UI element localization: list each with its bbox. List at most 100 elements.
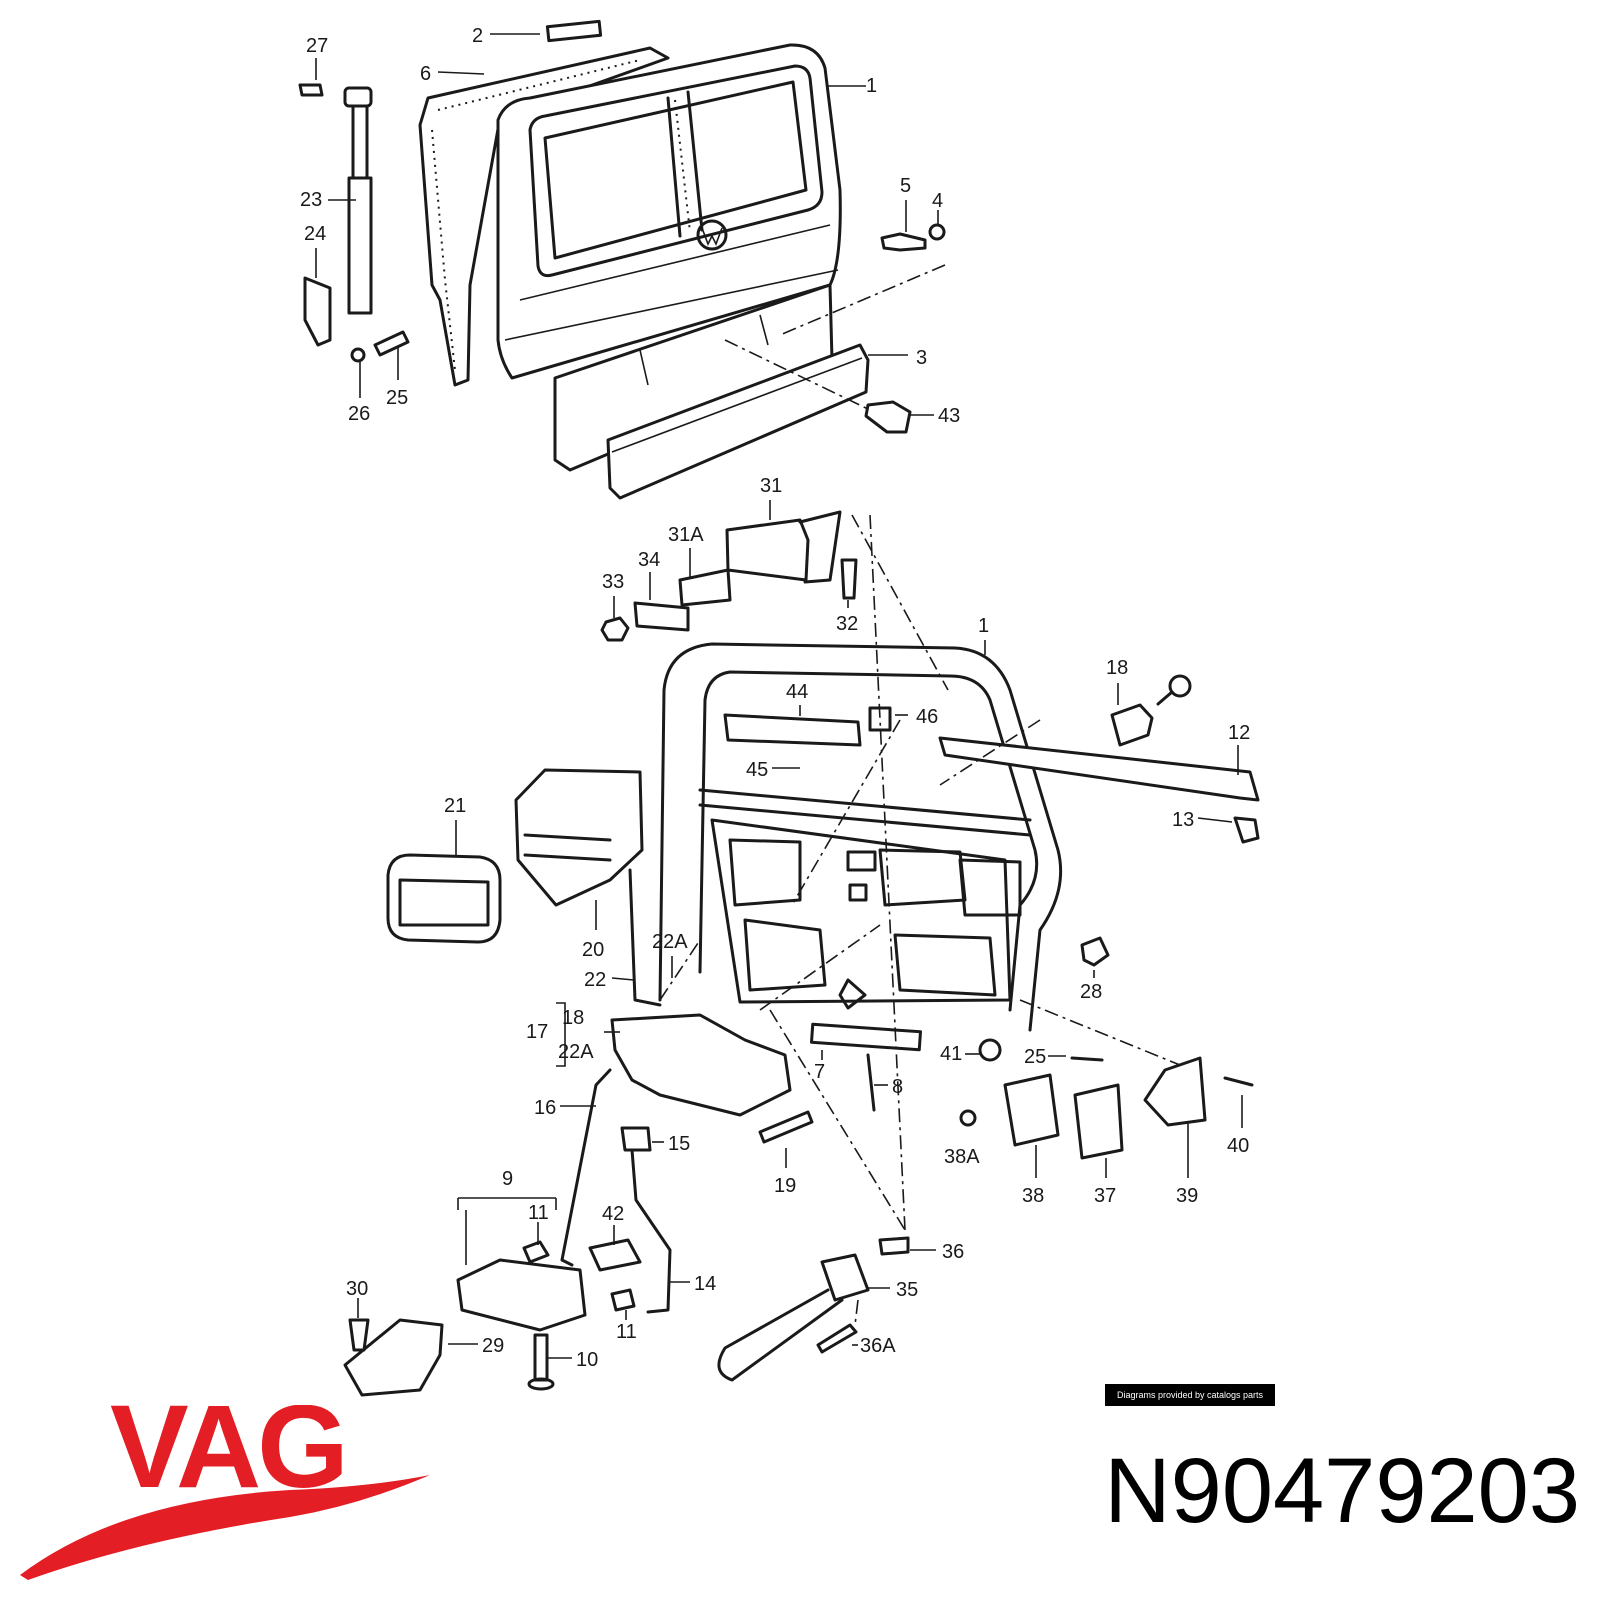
callout-label: 18: [562, 1007, 584, 1029]
callout-label: 29: [482, 1335, 504, 1357]
bolt: [880, 232, 927, 252]
callout-label: 23: [300, 189, 322, 211]
callout-label: 12: [1228, 722, 1250, 744]
handle-surround: [386, 853, 502, 944]
reinforcement-bracket: [723, 713, 862, 747]
callout-label: 41: [940, 1043, 962, 1065]
callout-label: 24: [304, 223, 326, 245]
striker-cover: [1073, 1083, 1124, 1160]
callout-label: 40: [1227, 1135, 1249, 1157]
callout-label: 15: [668, 1133, 690, 1155]
callout-label: 36A: [860, 1335, 896, 1357]
clip: [522, 1240, 550, 1264]
callout-label: 18: [1106, 657, 1128, 679]
callout-label: 45: [746, 759, 768, 781]
hinge: [725, 518, 810, 582]
striker-plate: [1003, 1073, 1060, 1147]
screw: [1233, 816, 1260, 844]
pull-strap: [717, 1288, 844, 1382]
callout-label: 8: [892, 1076, 903, 1098]
callout-label: 17: [526, 1021, 548, 1043]
vag-logo-text: VAG: [110, 1405, 345, 1513]
screw: [348, 1318, 370, 1352]
vag-logo: VAG: [20, 1405, 430, 1580]
nut: [600, 616, 630, 642]
callout-label: 42: [602, 1203, 624, 1225]
callout-label: 6: [420, 63, 431, 85]
callout-label: 20: [582, 939, 604, 961]
callout-label: 43: [938, 405, 960, 427]
callout-label: 4: [932, 190, 943, 212]
door-lower-assembly: [343, 510, 1260, 1397]
callout-label: 9: [502, 1168, 513, 1190]
callout-label: 32: [836, 613, 858, 635]
callout-leaders: [315, 33, 1243, 1359]
screw: [840, 558, 858, 600]
callout-label: 10: [576, 1349, 598, 1371]
hinge-bracket: [303, 276, 332, 347]
strap-holder: [820, 1253, 870, 1302]
callout-label: 1: [978, 615, 989, 637]
vag-logo-swoosh: [20, 1475, 430, 1580]
callout-label: 30: [346, 1278, 368, 1300]
callout-label: 11: [616, 1321, 637, 1343]
callout-label: 35: [896, 1279, 918, 1301]
callout-label: 37: [1094, 1185, 1116, 1207]
gas-strut: [351, 93, 369, 182]
pin: [533, 1333, 549, 1382]
release-rod-bar: [938, 736, 1260, 802]
callout-label: 14: [694, 1273, 716, 1295]
callout-label: 33: [602, 571, 624, 593]
callout-label: 39: [1176, 1185, 1198, 1207]
tailgate-upper-assembly: [298, 19, 946, 500]
callout-label: 44: [786, 681, 808, 703]
latch-actuator: [588, 1238, 642, 1272]
callout-label: 13: [1172, 809, 1194, 831]
tailgate-seal: [418, 46, 670, 387]
callout-label: 1: [866, 75, 877, 97]
callout-label: 22A: [652, 931, 688, 953]
callout-label: 5: [900, 175, 911, 197]
callout-label: 31: [760, 475, 782, 497]
bottom-latch: [456, 1258, 587, 1332]
callout-label: 46: [916, 706, 938, 728]
bolt: [298, 83, 324, 97]
screw: [816, 1323, 858, 1354]
lock-mechanism: [610, 1013, 792, 1117]
clip: [1080, 936, 1110, 967]
striker-bracket: [1143, 1056, 1207, 1127]
callout-label: 28: [1080, 981, 1102, 1003]
clip: [610, 1288, 636, 1312]
callout-label: 27: [306, 35, 328, 57]
callout-label: 11: [528, 1202, 549, 1224]
callout-label: 36: [942, 1241, 964, 1263]
hinge-plate: [633, 601, 690, 632]
callout-label: 38A: [944, 1146, 980, 1168]
part-number: N90479203: [1104, 1440, 1580, 1542]
lock-cylinder: [864, 400, 912, 434]
rod-clip: [620, 1126, 652, 1152]
callout-label: 2: [472, 25, 483, 47]
callout-label: 16: [534, 1097, 556, 1119]
diagram-credit: Diagrams provided by catalogs parts: [1105, 1384, 1275, 1406]
lock-cylinder: [1110, 703, 1154, 747]
trim-strip: [545, 19, 603, 43]
bolt: [373, 330, 410, 357]
clip: [878, 1236, 910, 1256]
latch-bracket: [343, 1318, 444, 1397]
callout-label: 3: [916, 347, 927, 369]
callout-label: 19: [774, 1175, 796, 1197]
callout-label: 25: [386, 387, 408, 409]
callout-label: 38: [1022, 1185, 1044, 1207]
callout-label: 26: [348, 403, 370, 425]
door-frame: [658, 642, 1063, 1032]
callout-label: 25: [1024, 1046, 1046, 1068]
callout-label: 21: [444, 795, 466, 817]
callout-label: 7: [814, 1061, 825, 1083]
screw: [758, 1110, 814, 1144]
strip: [810, 1022, 922, 1052]
handle-bar: [606, 343, 870, 500]
callout-label: 22A: [558, 1041, 594, 1063]
